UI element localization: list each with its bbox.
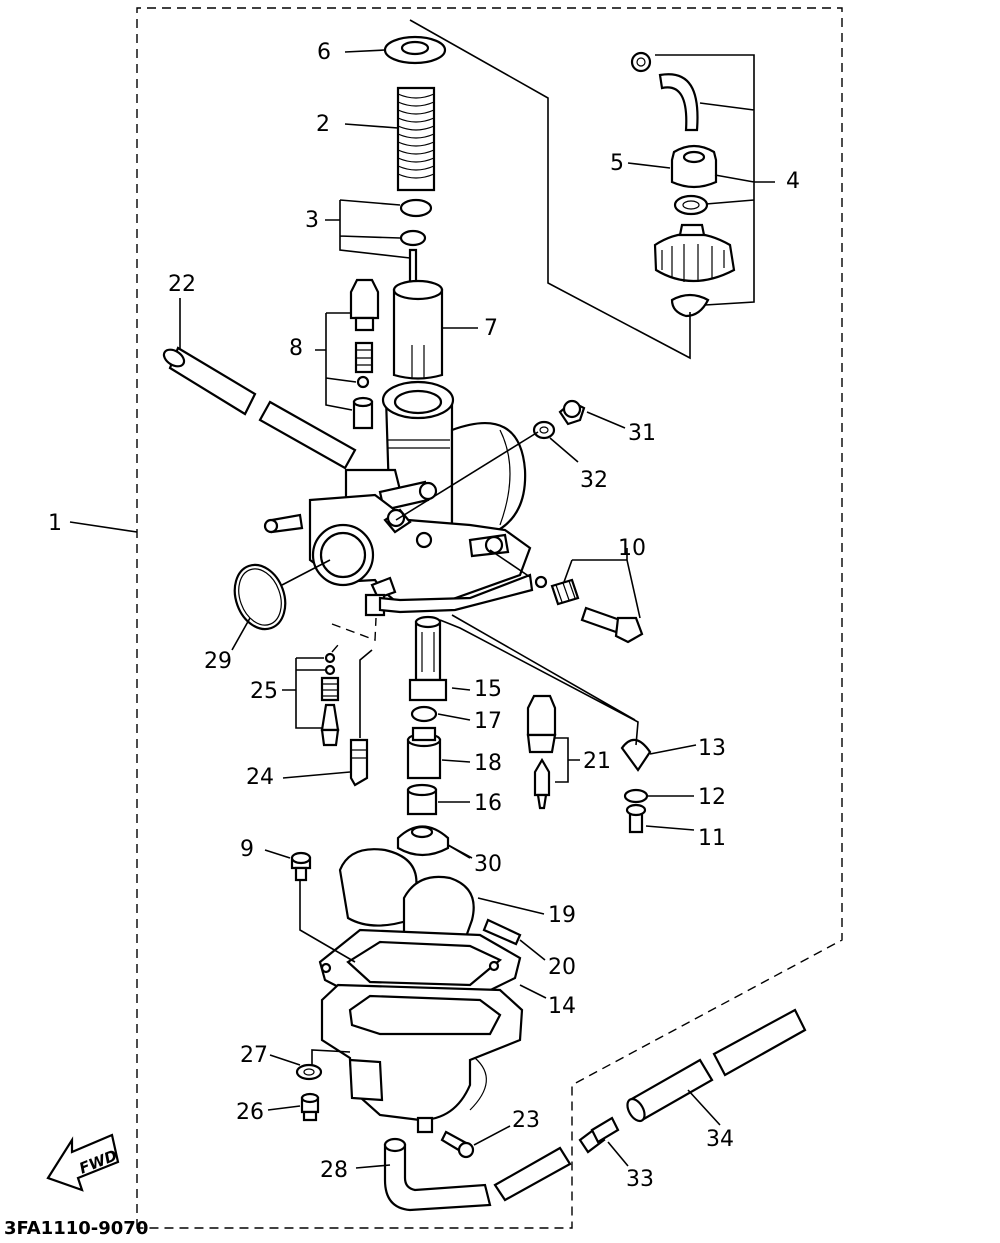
leader-6 [344,49,386,53]
o-ring-29 [233,563,287,631]
leader-21 [555,737,580,783]
screw-9 [290,851,312,882]
leader-cap-to-body [409,19,691,360]
fuel-hose-top [162,346,357,470]
leader-5 [627,162,671,169]
callout-25: 25 [250,679,278,704]
callout-15: 15 [474,677,502,702]
callout-27: 27 [240,1043,268,1068]
callout-22: 22 [168,272,196,297]
leader-19-20 [477,897,546,961]
callout-21: 21 [583,749,611,774]
leader-31 [586,411,626,429]
leader-8 [315,312,357,411]
leader-3 [325,199,411,259]
leader-14 [519,984,547,999]
callout-18: 18 [474,751,502,776]
callout-1: 1 [48,511,62,536]
leader-32 [549,437,579,463]
bowl-gasket [318,928,522,1002]
callout-32: 32 [580,468,608,493]
throttle-stop-screw [534,575,644,644]
callout-31: 31 [628,421,656,446]
callout-33: 33 [626,1167,654,1192]
leader-28 [355,1164,391,1169]
callout-26: 26 [236,1100,264,1125]
callout-17: 17 [474,709,502,734]
callout-4: 4 [786,169,800,194]
callout-12: 12 [698,785,726,810]
callout-24: 24 [246,765,274,790]
callout-20: 20 [548,955,576,980]
callout-16: 16 [474,791,502,816]
callout-11: 11 [698,826,726,851]
callout-34: 34 [706,1127,734,1152]
drain-hose-28 [383,1137,572,1212]
air-screw-stack [349,278,380,430]
throttle-stack [383,35,447,380]
leader-screw-to-body [395,431,539,521]
callout-5: 5 [610,151,624,176]
leader-25 [282,657,325,729]
leader-30 [447,844,473,859]
leader-25-body [331,617,377,653]
leader-1 [69,521,138,533]
callout-6: 6 [317,40,331,65]
hose-34 [626,1008,807,1123]
callout-29: 29 [204,649,232,674]
float-bowl [320,983,524,1134]
leader-13-body [439,614,639,746]
screw-31-32 [532,399,586,440]
drain-26-27 [295,1063,323,1122]
callout-8: 8 [289,336,303,361]
clip-washer-screw [620,738,652,834]
callout-28: 28 [320,1158,348,1183]
callout-30: 30 [474,852,502,877]
callout-13: 13 [698,736,726,761]
leader-13-12-11 [645,744,697,831]
leader-23 [473,1125,511,1146]
leader-4 [655,54,775,306]
leader-9 [264,849,356,963]
cap-assembly [630,51,736,318]
callout-2: 2 [316,112,330,137]
leader-33 [607,1141,629,1167]
leader-10 [563,548,641,619]
leader-26 [267,1105,301,1111]
leader-2 [344,123,399,129]
leader-27 [269,1049,351,1068]
hose-fitting-33 [578,1116,620,1154]
float-valve [526,694,557,810]
callout-23: 23 [512,1108,540,1133]
callout-10: 10 [618,536,646,561]
drain-screw-23 [440,1130,475,1159]
callout-3: 3 [305,208,319,233]
callout-7: 7 [484,316,498,341]
callout-19: 19 [548,903,576,928]
leader-24 [282,649,373,779]
jet-stack [396,615,450,857]
figure-code: 3FA1110-9070 [4,1218,148,1239]
callout-9: 9 [240,837,254,862]
leader-10-body [489,549,531,578]
carburetor-body [263,380,534,617]
fwd-arrow-icon: FWD [46,1133,120,1192]
leader-jet [437,687,471,859]
pilot-jet-parts [320,652,369,787]
assembly-boundary [136,7,843,1229]
leader-29 [231,559,331,651]
callout-14: 14 [548,994,576,1019]
leader-34 [687,1089,721,1126]
